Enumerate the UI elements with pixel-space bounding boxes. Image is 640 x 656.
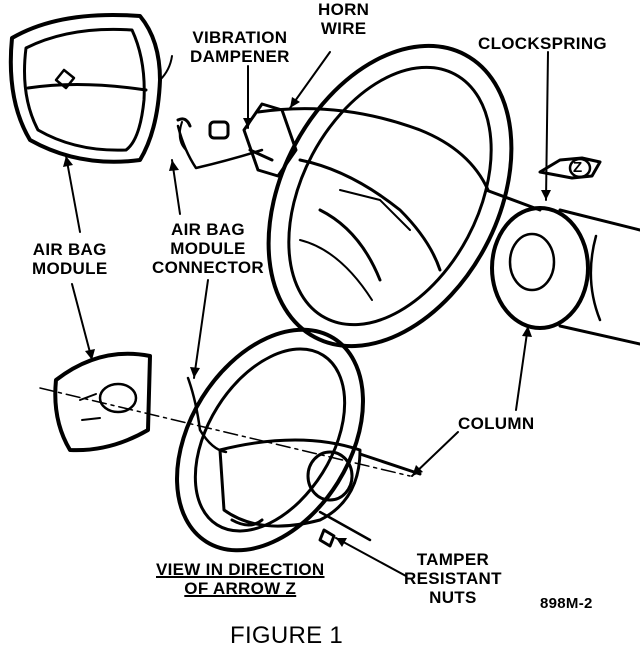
- arrow-z-marker: [538, 156, 602, 180]
- label-z-marker: Z: [573, 158, 582, 177]
- label-column-text: COLUMN: [458, 414, 535, 433]
- label-connector-line2: MODULE: [170, 239, 246, 258]
- label-view-direction-line1: VIEW IN DIRECTION: [156, 560, 325, 579]
- air-bag-module-back: [53, 351, 152, 453]
- label-horn-wire-line2: WIRE: [320, 19, 367, 38]
- label-air-bag-module-connector: AIR BAG MODULE CONNECTOR: [152, 220, 264, 277]
- label-clockspring: CLOCKSPRING: [478, 34, 607, 53]
- label-tamper-resistant-nuts: TAMPER RESISTANT NUTS: [404, 550, 502, 607]
- label-vibration-dampener-line1: VIBRATION: [192, 28, 288, 47]
- label-horn-wire-line1: HORN: [318, 0, 370, 19]
- label-horn-wire: HORN WIRE: [318, 0, 369, 38]
- leader-lines: [65, 51, 549, 577]
- label-vibration-dampener-line2: DAMPENER: [190, 47, 290, 66]
- label-view-direction-line2: OF ARROW Z: [184, 579, 297, 598]
- label-connector-line3: CONNECTOR: [152, 258, 264, 277]
- label-clockspring-text: CLOCKSPRING: [478, 34, 607, 53]
- figure-caption: FIGURE 1: [230, 622, 343, 650]
- label-air-bag-module-line1: AIR BAG: [32, 240, 107, 259]
- label-part-code: 898M-2: [540, 594, 593, 613]
- air-bag-module-front: [8, 12, 173, 164]
- label-part-code-text: 898M-2: [540, 595, 593, 612]
- label-vibration-dampener: VIBRATION DAMPENER: [190, 28, 290, 66]
- label-connector-line1: AIR BAG: [171, 220, 245, 239]
- steering-wheel-bottom: [175, 327, 365, 553]
- label-view-direction: VIEW IN DIRECTION OF ARROW Z: [156, 560, 325, 598]
- label-tamper-line2: RESISTANT: [404, 569, 502, 588]
- figure-caption-text: FIGURE 1: [230, 622, 344, 649]
- label-z-marker-text: Z: [573, 159, 583, 176]
- label-column: COLUMN: [458, 414, 534, 433]
- label-tamper-line1: TAMPER: [416, 550, 490, 569]
- label-air-bag-module: AIR BAG MODULE: [32, 240, 107, 278]
- label-tamper-line3: NUTS: [429, 588, 477, 607]
- steering-wheel-top: [256, 43, 514, 349]
- label-air-bag-module-line2: MODULE: [32, 259, 108, 278]
- clockspring-column-top: [484, 188, 640, 346]
